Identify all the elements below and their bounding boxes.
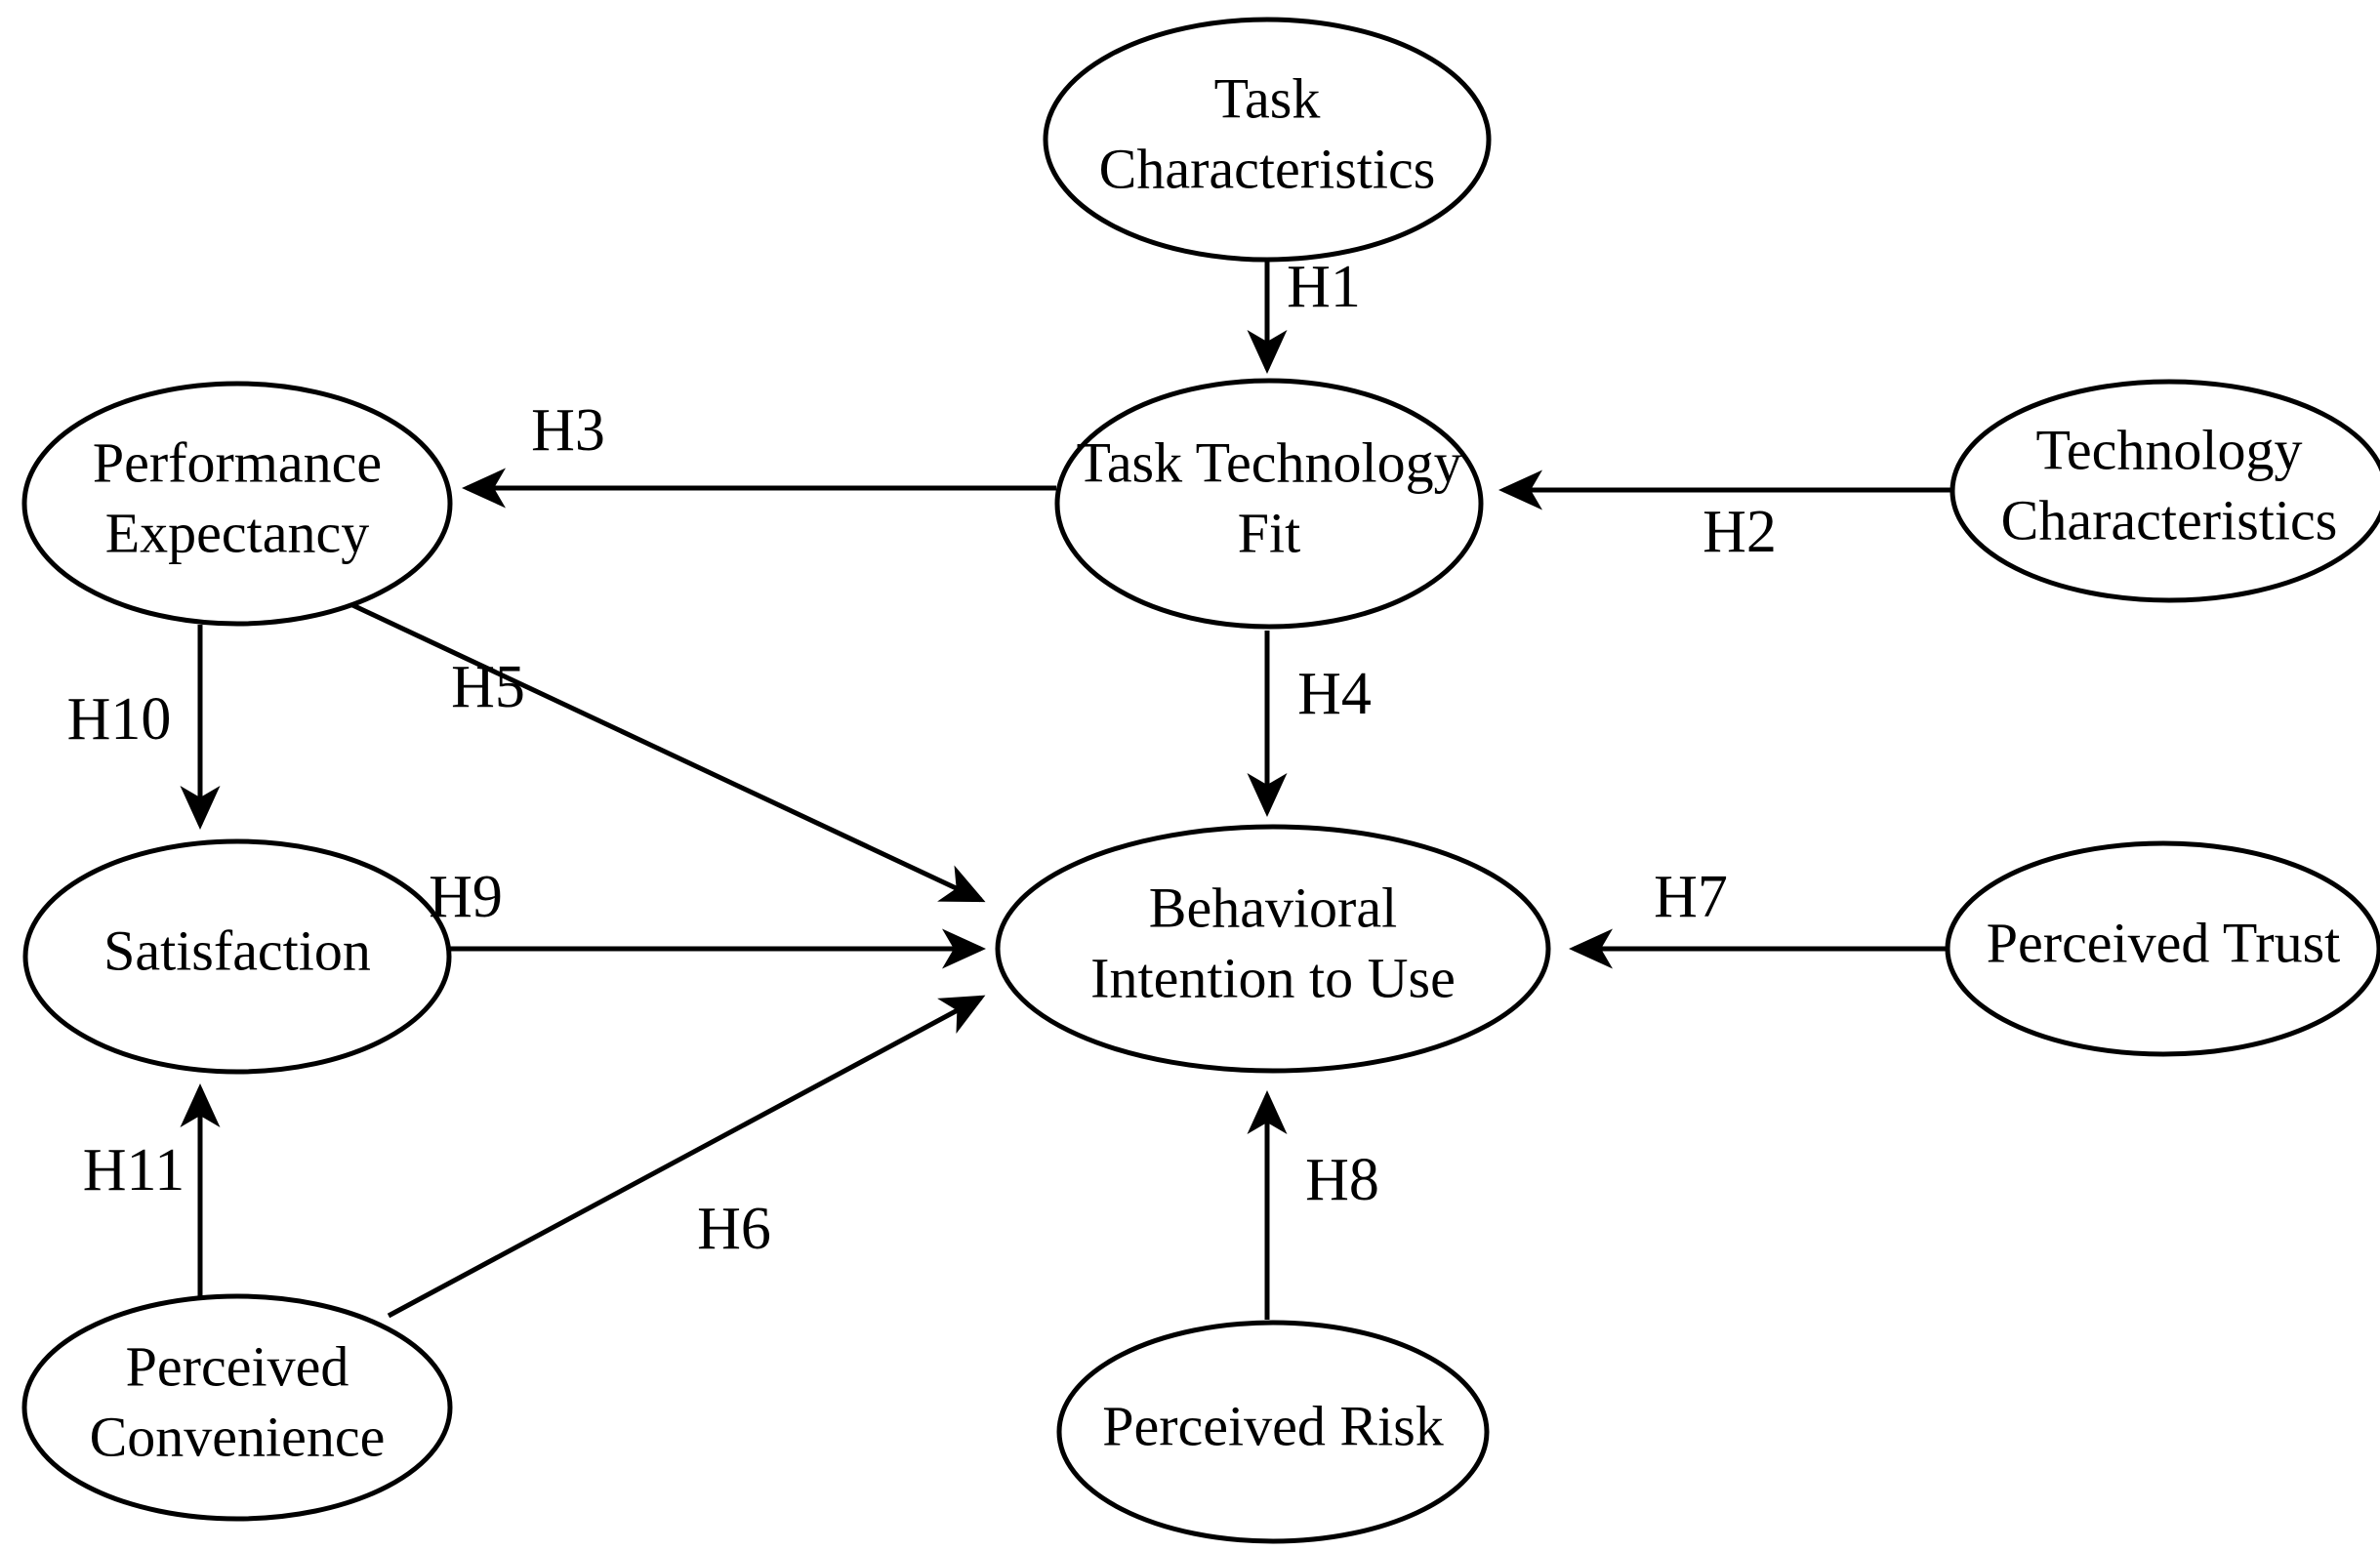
node-shape-task_technology_fit <box>1054 378 1484 630</box>
node-label-behavioral_intention-line2: Intention to Use <box>1090 946 1456 1009</box>
node-label-performance_expectancy-line1: Performance <box>93 430 382 494</box>
node-label-perceived_convenience-line1: Perceived <box>126 1334 349 1398</box>
edge-label-h11: H11 <box>83 1137 185 1204</box>
edge-label-h4: H4 <box>1297 661 1372 727</box>
edge-label-h2: H2 <box>1703 499 1777 565</box>
node-label-perceived_risk: Perceived Risk <box>1102 1394 1444 1457</box>
edge-label-h10: H10 <box>67 686 172 753</box>
node-shape-satisfaction <box>22 838 452 1075</box>
node-label-behavioral_intention-line1: Behavioral <box>1149 876 1397 939</box>
edges-layer <box>180 262 1950 1320</box>
edge-label-h3: H3 <box>531 397 605 464</box>
edge-label-h5: H5 <box>451 654 525 720</box>
node-shape-perceived_risk <box>1056 1320 1490 1544</box>
node-label-perceived_convenience-line2: Convenience <box>90 1405 386 1468</box>
edge-label-h1: H1 <box>1287 254 1361 320</box>
edge-h6 <box>387 995 986 1319</box>
node-label-technology_characteristics-line2: Characteristics <box>2001 488 2338 551</box>
edge-label-h6: H6 <box>697 1196 771 1262</box>
node-shape-task_characteristics <box>1043 17 1492 263</box>
edge-label-h8: H8 <box>1305 1147 1379 1213</box>
edge-h5 <box>315 586 986 903</box>
node-shape-perceived_trust <box>1945 840 2380 1057</box>
node-label-task_technology_fit-line2: Fit <box>1238 501 1301 564</box>
node-label-task_characteristics-line2: Characteristics <box>1099 137 1436 200</box>
node-label-task_technology_fit-line1: Task Technology <box>1076 430 1461 494</box>
edge-label-h7: H7 <box>1654 864 1728 930</box>
node-label-performance_expectancy-line2: Expectancy <box>105 501 370 564</box>
node-perceived_trust[interactable]: Perceived Trust <box>1945 840 2380 1057</box>
node-shape-perceived_convenience <box>21 1293 453 1522</box>
node-label-perceived_trust: Perceived Trust <box>1987 911 2341 974</box>
node-shape-technology_characteristics <box>1949 379 2380 603</box>
node-satisfaction[interactable]: Satisfaction <box>22 838 452 1075</box>
node-shape-behavioral_intention <box>995 824 1551 1074</box>
node-label-technology_characteristics-line1: Technology <box>2036 418 2303 481</box>
node-label-task_characteristics-line1: Task <box>1214 66 1321 130</box>
node-shape-performance_expectancy <box>21 381 453 627</box>
node-label-satisfaction: Satisfaction <box>103 918 371 982</box>
node-perceived_risk[interactable]: Perceived Risk <box>1056 1320 1490 1544</box>
edge-label-h9: H9 <box>429 864 503 930</box>
